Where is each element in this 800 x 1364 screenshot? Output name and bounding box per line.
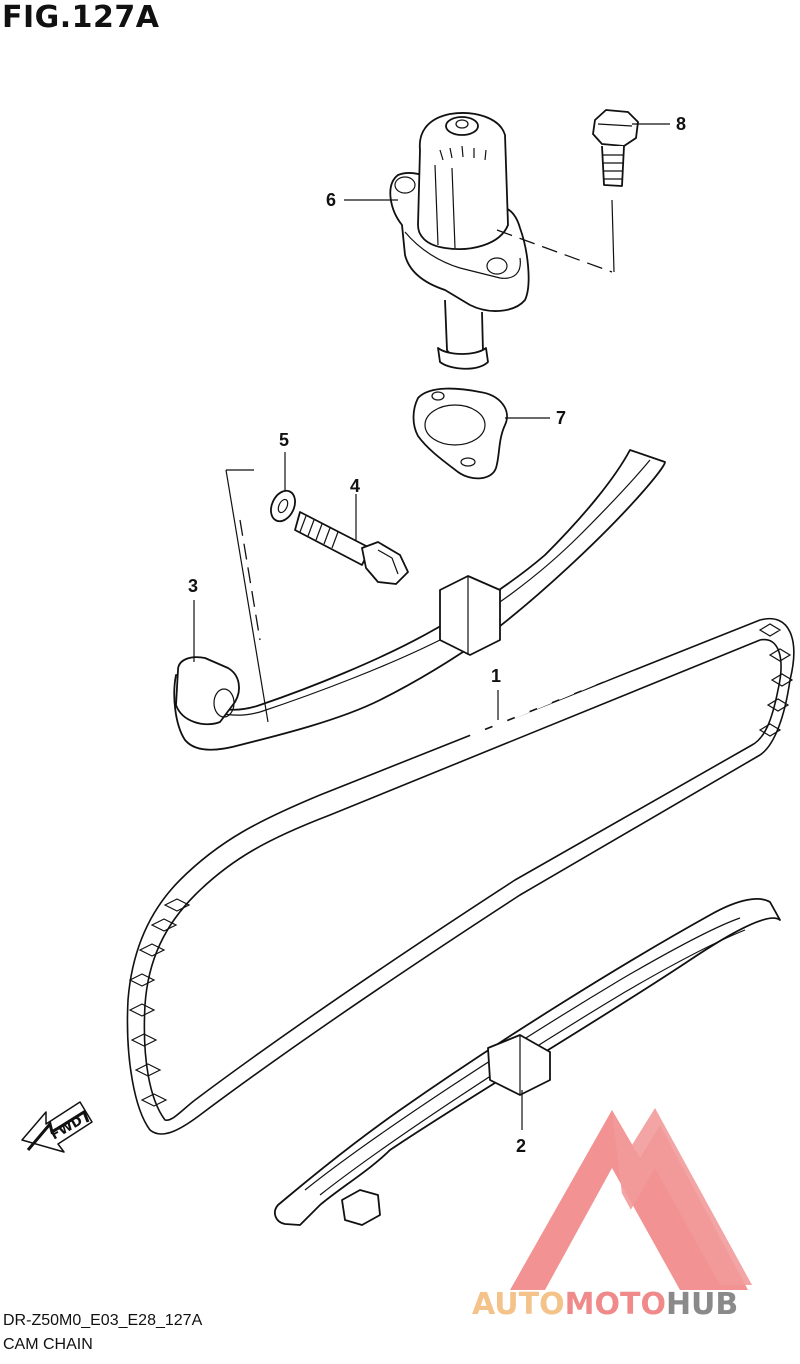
section-name: CAM CHAIN <box>3 1336 93 1353</box>
callout-1: 1 <box>491 666 501 686</box>
washer <box>270 489 296 523</box>
chain-guide <box>274 898 781 1226</box>
fwd-arrow-icon: FWD <box>21 1101 93 1153</box>
model-code: DR-Z50M0_E03_E28_127A <box>3 1312 203 1329</box>
watermark-moto: MOTO <box>565 1287 666 1322</box>
tensioner-adjuster <box>389 112 530 370</box>
watermark-hub: HUB <box>666 1287 738 1322</box>
assembly-line-3 <box>225 469 269 723</box>
tensioner-gasket <box>412 387 508 480</box>
callout-4: 4 <box>350 476 360 496</box>
cam-chain <box>126 617 795 1135</box>
callout-3: 3 <box>188 576 198 596</box>
automotohub-watermark: AUTOMOTOHUB <box>472 1108 752 1322</box>
callout-7: 7 <box>556 408 566 428</box>
guide-bolt <box>294 511 409 585</box>
tensioner-bolt <box>592 109 639 187</box>
watermark-auto: AUTO <box>472 1287 565 1322</box>
callout-5: 5 <box>279 430 289 450</box>
svg-text:AUTOMOTOHUB: AUTOMOTOHUB <box>472 1287 738 1322</box>
automotohub-logo-icon <box>510 1108 752 1290</box>
callout-6: 6 <box>326 190 336 210</box>
chain-tensioner-guide <box>173 449 666 751</box>
callout-8: 8 <box>676 114 686 134</box>
callout-2: 2 <box>516 1136 526 1156</box>
figure-title: FIG.127A <box>2 0 160 35</box>
